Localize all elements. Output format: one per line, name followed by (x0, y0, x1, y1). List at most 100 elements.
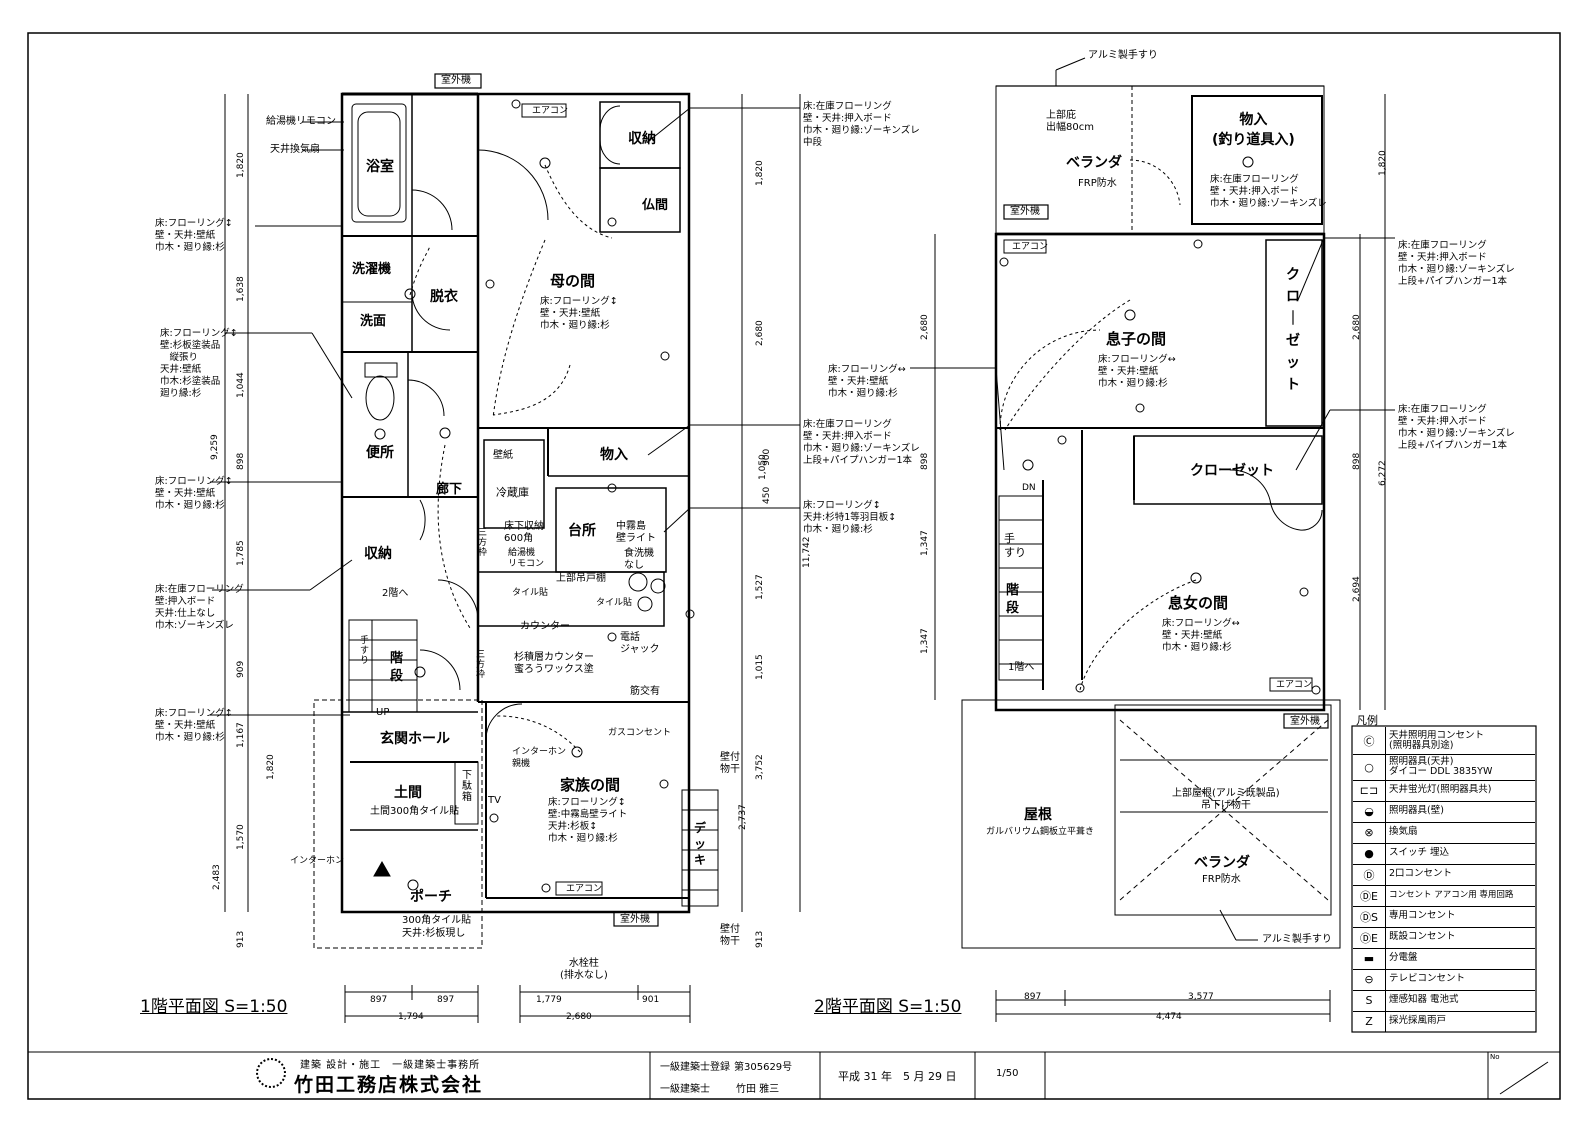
dim-1f-l7: 909 (236, 660, 246, 678)
finish-bath: 床:フローリング↕ 壁・天井:壁紙 巾木・廻り縁:杉 (155, 218, 233, 253)
architect-label: 一級建築士 (660, 1084, 710, 1095)
legend-text: コンセント アアコン用 専用回路 (1389, 890, 1514, 900)
dim-1f-l12: 913 (236, 930, 246, 948)
drawing-number-label: No (1490, 1053, 1500, 1061)
outdoor-unit-1f-top: 室外機 (441, 75, 471, 86)
outdoor-unit-1f-bottom: 室外機 (620, 914, 650, 925)
room-monoire-1f: 物入 (600, 447, 628, 463)
dim-1f-r4: 1,050 (758, 454, 768, 480)
dim-1f-b4: 1,779 (536, 995, 562, 1005)
room-undress: 脱衣 (430, 289, 458, 305)
gas-outlet: ガスコンセント (608, 728, 672, 738)
sanpou-waku-1: 三 方 枠 (478, 528, 488, 558)
dim-2f-b3: 4,474 (1156, 1012, 1182, 1022)
room-closet-horizontal: クローゼット (1190, 463, 1274, 479)
finish-monoire-1f: 床:在庫フローリング 壁・天井:押入ボード 巾木・廻り縁:ゾーキンズレ 上段+パ… (803, 419, 920, 466)
finish-closet-right-1: 床:在庫フローリング 壁・天井:押入ボード 巾木・廻り縁:ゾーキンズレ 上段+パ… (1398, 240, 1515, 287)
roof-material: ガルバリウム鋼板立平葺き (986, 827, 1095, 837)
company-name: 竹田工務店株式会社 (294, 1074, 484, 1096)
upper-roof: 上部屋根(アルミ既製品) 吊下げ物干 (1172, 788, 1280, 811)
underfloor-storage: 床下収納 600角 (504, 521, 544, 544)
alu-rail-bottom: アルミ製手すり (1262, 934, 1332, 945)
deck-label: デ ッ キ (694, 821, 707, 867)
stairs-to-2f: 2階へ (382, 588, 409, 599)
stairs-handrail: 手 す り (360, 636, 370, 666)
room-monoire-2f: 物入 (釣り道具入) (1212, 112, 1295, 148)
finish-closet-right-2: 床:在庫フローリング 壁・天井:押入ボード 巾木・廻り縁:ゾーキンズレ 上段+パ… (1398, 404, 1515, 451)
legend-text: 採光採風雨戸 (1389, 1015, 1447, 1026)
dim-1f-r5: 450 (762, 486, 772, 504)
dim-2f-l2: 898 (920, 452, 930, 470)
legend-row: ⊗換気扇 (1353, 822, 1535, 844)
dedicated-outlet-icon: ⒹS (1353, 906, 1386, 927)
dim-1f-b3: 1,794 (398, 1012, 424, 1022)
finish-wash: 床:フローリング↕ 壁:杉板塗装品 縦張り 天井:壁紙 巾木:杉塗装品 廻り縁:… (160, 328, 238, 399)
roof-label: 屋根 (1024, 807, 1052, 823)
dim-2f-b1: 897 (1024, 992, 1042, 1002)
counter-label: カウンター (520, 621, 570, 632)
intercom-porch: インターホン (290, 856, 345, 866)
dim-1f-l10: 1,570 (236, 824, 246, 850)
porch-finish: 300角タイル貼 天井:杉板現し (402, 915, 472, 939)
finish-storage-stair: 床:在庫フローリング 壁:押入ボード 天井:仕上なし 巾木:ゾーキンズレ (155, 584, 244, 631)
dim-1f-l4: 898 (236, 452, 246, 470)
room-bath: 浴室 (366, 159, 394, 175)
aircon-2f-top: エアコン (1012, 242, 1049, 252)
dim-1f-l9: 1,820 (266, 754, 276, 780)
upper-eave: 上部庇 出幅80cm (1046, 110, 1094, 133)
fridge-label: 冷蔵庫 (496, 486, 529, 499)
shutter-icon: Z (1353, 1011, 1386, 1032)
finish-monoire-2f: 床:在庫フローリング 壁・天井:押入ボード 巾木・廻り縁:ゾーキンズレ (1210, 174, 1327, 209)
dim-2f-l1: 2,680 (920, 314, 930, 340)
room-closet-mother: 収納 (628, 131, 656, 147)
stairs-up: UP (376, 707, 390, 718)
finish-kitchen: 床:フローリング↕ 天井:杉特1等羽目板↕ 巾木・廻り縁:杉 (803, 500, 897, 535)
upper-cabinet: 上部吊戸棚 (556, 573, 606, 584)
room-family: 家族の間 (560, 776, 621, 794)
legend-text: 2口コンセント (1389, 868, 1453, 879)
dim-1f-r1: 1,820 (755, 160, 765, 186)
room-washface: 洗面 (360, 314, 387, 329)
legend-row: ○照明器具(天井) ダイコー DDL 3835YW (1353, 754, 1535, 781)
stairs-to-1f: 1階へ (1008, 662, 1035, 673)
finish-storage-top: 床:在庫フローリング 壁・天井:押入ボード 巾木・廻り縁:ゾーキンズレ 中段 (803, 101, 920, 148)
sujikai: 筋交有 (630, 686, 660, 697)
dim-2f-l4: 1,347 (920, 628, 930, 654)
dim-1f-l5: 9,259 (210, 434, 220, 460)
fan-icon: ⊗ (1353, 822, 1386, 843)
legend-text: 分電盤 (1389, 952, 1418, 963)
legend-text: スイッチ 埋込 (1389, 847, 1450, 858)
wall-dryer-1: 壁付 物干 (720, 752, 740, 775)
finish-stair-left: 床:フローリング↔ 壁・天井:壁紙 巾木・廻り縁:杉 (828, 364, 906, 399)
intercom-master: インターホン 親機 (512, 747, 567, 769)
drawing-scale: 1/50 (996, 1068, 1019, 1079)
finish-family: 床:フローリング↕ 壁:中霧島壁ライト 天井:杉板↕ 巾木・廻り縁:杉 (548, 797, 628, 844)
dim-1f-r9: 3,752 (755, 754, 765, 780)
alu-rail-top: アルミ製手すり (1088, 50, 1158, 61)
dim-1f-r10: 2,737 (738, 804, 748, 830)
legend-text: 照明器具(壁) (1389, 805, 1444, 816)
ceiling-light-icon: ○ (1353, 754, 1386, 780)
finish-daughter: 床:フローリング↔ 壁・天井:壁紙 巾木・廻り縁:杉 (1162, 618, 1240, 653)
dim-2f-r2: 2,680 (1352, 314, 1362, 340)
dim-1f-b5: 901 (642, 995, 660, 1005)
legend-row: ⊏⊐天井蛍光灯(照明器具共) (1353, 780, 1535, 802)
wall-light-icon: ◒ (1353, 801, 1386, 822)
room-porch: ポーチ (410, 889, 452, 905)
dim-1f-r6: 11,742 (802, 536, 812, 569)
dim-1f-l1: 1,820 (236, 152, 246, 178)
legend-row: ●スイッチ 埋込 (1353, 843, 1535, 865)
wall-dryer-2: 壁付 物干 (720, 924, 740, 947)
legend-text: 天井照明用コンセント (照明器具別途) (1389, 730, 1485, 751)
registration-label: 一級建築士登録 (660, 1062, 730, 1073)
room-son: 息子の間 (1106, 330, 1167, 348)
legend-title: 凡例 (1356, 714, 1378, 727)
legend-row: ⊖テレビコンセント (1353, 969, 1535, 991)
outlet-icon: Ⓓ (1353, 864, 1386, 885)
dim-1f-r7: 1,527 (755, 574, 765, 600)
